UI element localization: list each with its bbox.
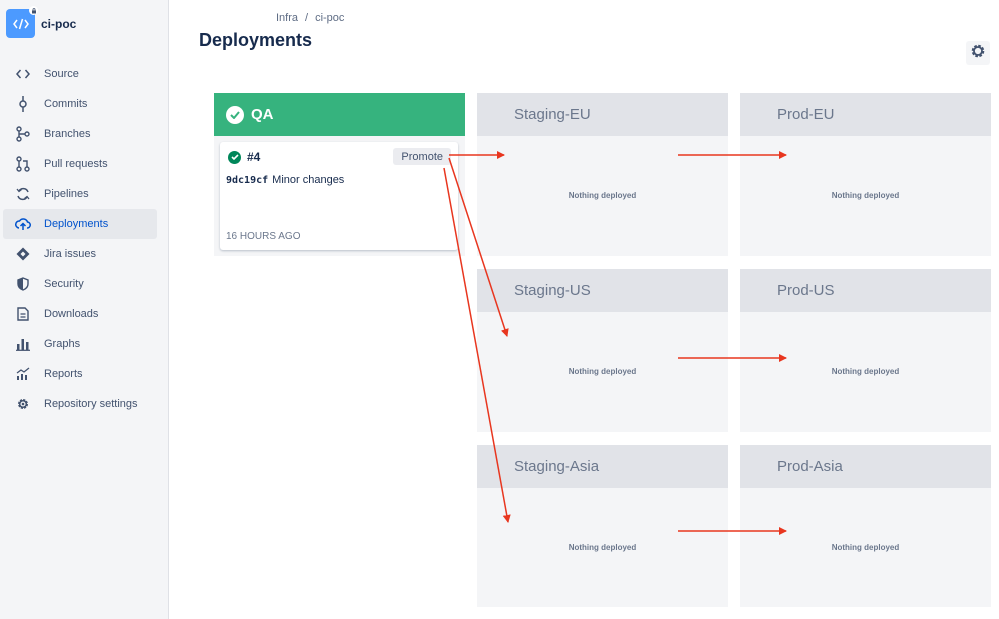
sidebar-item-downloads[interactable]: Downloads — [3, 299, 157, 329]
file-icon — [15, 306, 31, 322]
jira-icon — [15, 246, 31, 262]
deployment-number-label: #4 — [247, 150, 261, 164]
code-icon — [12, 18, 29, 29]
breadcrumb: Infra / ci-poc — [276, 12, 344, 24]
sidebar-item-label: Pipelines — [44, 188, 89, 200]
sidebar-item-graphs[interactable]: Graphs — [3, 329, 157, 359]
breadcrumb-repo[interactable]: ci-poc — [315, 12, 345, 24]
gear-icon — [970, 43, 986, 64]
check-circle-icon — [226, 105, 244, 124]
sidebar-item-pipelines[interactable]: Pipelines — [3, 179, 157, 209]
env-header-qa: QA — [214, 93, 465, 136]
commit-icon — [15, 96, 31, 112]
bar-chart-icon — [15, 336, 31, 352]
sidebar-item-label: Security — [44, 278, 84, 290]
deployment-time: 16 HOURS AGO — [226, 231, 301, 242]
success-icon — [228, 150, 241, 164]
sidebar-item-branches[interactable]: Branches — [3, 119, 157, 149]
env-header: Prod-EU — [740, 93, 991, 136]
branch-icon — [15, 126, 31, 142]
code-icon — [15, 66, 31, 82]
deployment-number[interactable]: #4 — [228, 150, 260, 164]
env-column-prod-asia: Prod-Asia Nothing deployed — [740, 445, 991, 607]
sidebar-item-reports[interactable]: Reports — [3, 359, 157, 389]
sidebar-item-label: Jira issues — [44, 248, 96, 260]
sidebar-item-repository-settings[interactable]: Repository settings — [3, 389, 157, 419]
pull-request-icon — [15, 156, 31, 172]
shield-icon — [15, 276, 31, 292]
commit-hash[interactable]: 9dc19cf — [226, 175, 269, 186]
breadcrumb-workspace[interactable]: Infra — [276, 12, 299, 24]
settings-button[interactable] — [966, 41, 990, 65]
sidebar-item-source[interactable]: Source — [3, 59, 157, 89]
sidebar-item-label: Deployments — [44, 218, 109, 230]
gear-icon — [15, 396, 31, 412]
env-column-staging-asia: Staging-Asia Nothing deployed — [477, 445, 728, 607]
env-empty-status: Nothing deployed — [831, 191, 900, 200]
env-empty-status: Nothing deployed — [831, 367, 900, 376]
sidebar-item-label: Source — [44, 68, 79, 80]
env-empty-status: Nothing deployed — [568, 543, 637, 552]
sidebar-item-pull-requests[interactable]: Pull requests — [3, 149, 157, 179]
sidebar-item-security[interactable]: Security — [3, 269, 157, 299]
env-title: QA — [251, 106, 274, 123]
env-column-staging-eu: Staging-EU Nothing deployed — [477, 93, 728, 256]
pipelines-icon — [15, 186, 31, 202]
lock-icon — [29, 6, 38, 15]
env-header: Prod-Asia — [740, 445, 991, 488]
env-empty-status: Nothing deployed — [831, 543, 900, 552]
env-column-staging-us: Staging-US Nothing deployed — [477, 269, 728, 432]
env-column-prod-eu: Prod-EU Nothing deployed — [740, 93, 991, 256]
env-header: Staging-US — [477, 269, 728, 312]
sidebar-item-label: Repository settings — [44, 398, 138, 410]
sidebar-item-label: Pull requests — [44, 158, 108, 170]
sidebar-item-jira-issues[interactable]: Jira issues — [3, 239, 157, 269]
page-title: Deployments — [199, 30, 313, 50]
env-header: Staging-Asia — [477, 445, 728, 488]
sidebar-nav: Source Commits Branches Pull requests Pi… — [0, 59, 169, 419]
sidebar-item-label: Downloads — [44, 308, 99, 320]
deployments-icon — [15, 216, 31, 232]
sidebar-item-label: Reports — [44, 368, 83, 380]
repo-avatar[interactable] — [6, 6, 38, 38]
sidebar-item-label: Commits — [44, 98, 88, 110]
sidebar-item-label: Branches — [44, 128, 91, 140]
env-empty-status: Nothing deployed — [568, 367, 637, 376]
env-empty-status: Nothing deployed — [568, 191, 637, 200]
promote-button[interactable]: Promote — [393, 148, 451, 165]
sidebar: ci-poc Source Commits Branches Pull requ… — [0, 0, 169, 619]
env-header: Prod-US — [740, 269, 991, 312]
line-chart-icon — [15, 366, 31, 382]
breadcrumb-separator: / — [305, 12, 309, 24]
sidebar-item-commits[interactable]: Commits — [3, 89, 157, 119]
repo-header[interactable]: ci-poc — [6, 6, 77, 38]
sidebar-item-label: Graphs — [44, 338, 81, 350]
env-header: Staging-EU — [477, 93, 728, 136]
repo-name[interactable]: ci-poc — [41, 16, 77, 31]
env-column-prod-us: Prod-US Nothing deployed — [740, 269, 991, 432]
commit-message: Minor changes — [272, 174, 345, 186]
sidebar-item-deployments[interactable]: Deployments — [3, 209, 157, 239]
